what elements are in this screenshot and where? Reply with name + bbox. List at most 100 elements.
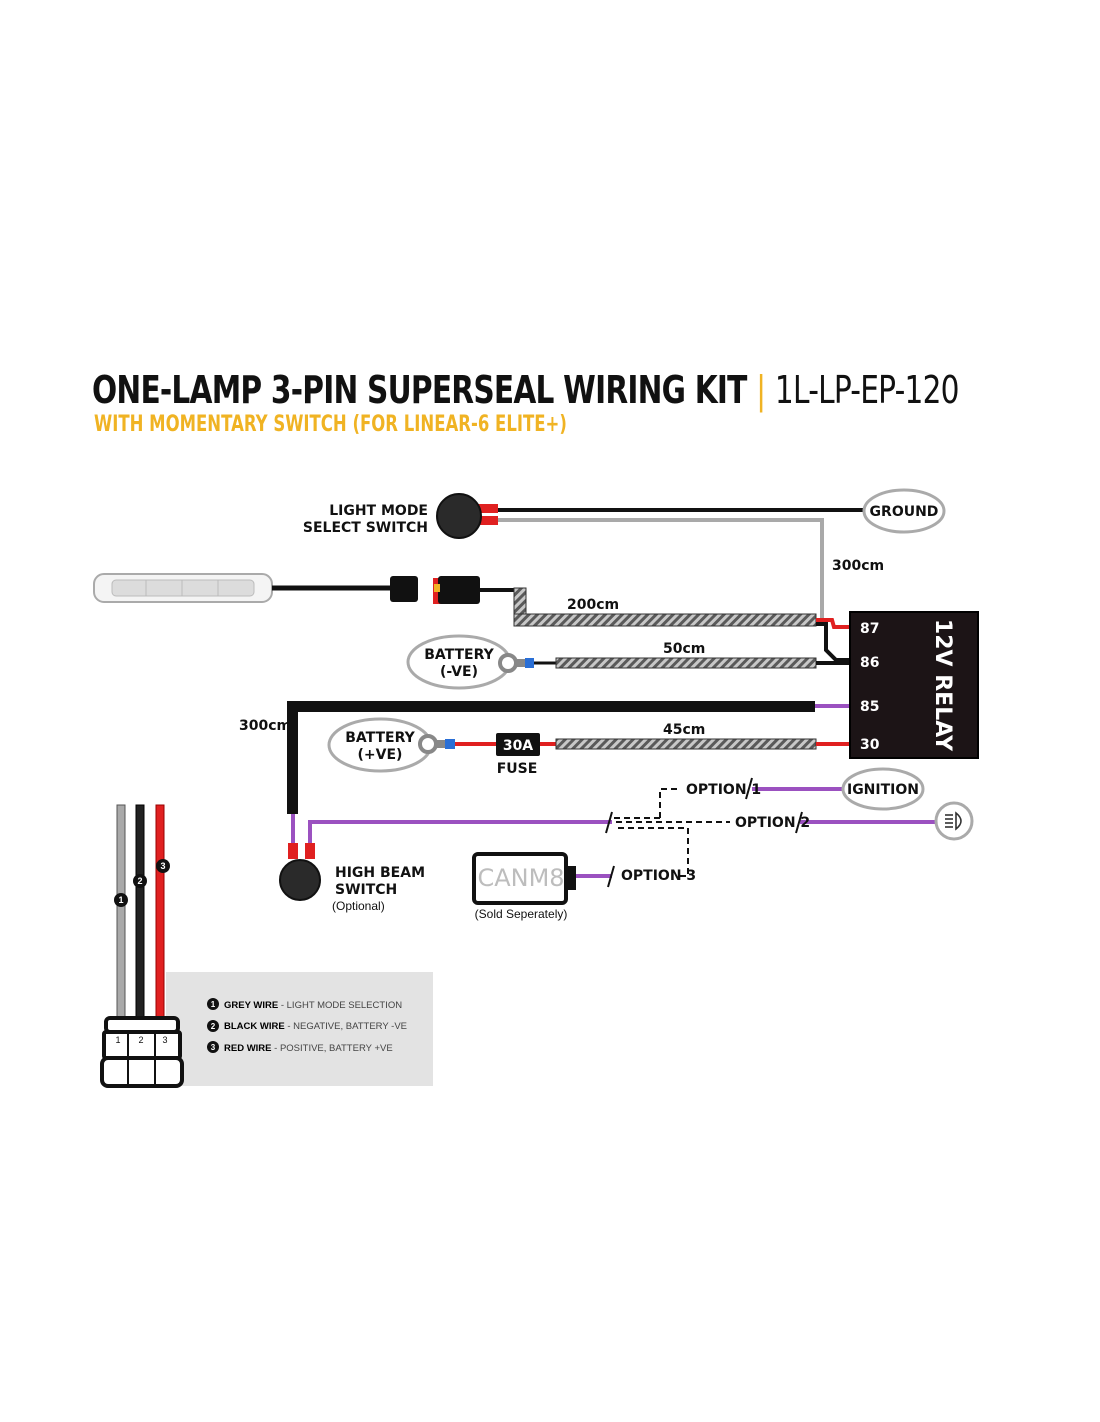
fuse-rating: 30A (503, 738, 533, 754)
pin-1-label: 1 (115, 1035, 120, 1045)
battery-pos-label-1: BATTERY (345, 730, 415, 746)
switch-terminal-red (478, 516, 498, 525)
switch-wire-break (605, 811, 613, 834)
trigger-loom (287, 701, 815, 712)
superseal-latch (434, 584, 440, 592)
pin-3-label: 3 (162, 1035, 167, 1045)
pin-2-label: 2 (138, 1035, 143, 1045)
ring-terminal-positive (418, 734, 438, 754)
purple-switch-wire (308, 820, 612, 846)
loom-50cm (555, 657, 817, 669)
black-wire-illustration (135, 804, 145, 1021)
grey-wire-300 (498, 518, 824, 618)
relay-pin-30: 30 (860, 737, 880, 753)
superseal-socket (438, 576, 480, 604)
title-separator: | (756, 368, 766, 412)
length-300-left: 300cm (239, 718, 291, 734)
legend-marker-2 (207, 1020, 219, 1032)
legend-item-3-title: RED WIRE (224, 1043, 272, 1054)
legend-item-2: BLACK WIRE - NEGATIVE, BATTERY -VE (224, 1021, 407, 1032)
loom-45cm (555, 738, 817, 750)
ignition-label: IGNITION (847, 782, 919, 798)
wire-to-86 (816, 622, 850, 662)
battery-neg-label-2: (-VE) (440, 664, 478, 680)
hb-terminal-red (288, 843, 298, 859)
sold-separately-label: (Sold Seperately) (475, 907, 568, 921)
legend-marker-2-number: 2 (211, 1022, 216, 1031)
grey-wire-illustration (116, 804, 126, 1021)
ring-crimp (436, 740, 446, 748)
wire-to-87 (816, 618, 850, 629)
length-200: 200cm (567, 597, 619, 613)
legend-item-2-title: BLACK WIRE (224, 1021, 285, 1032)
legend-marker-3 (207, 1041, 219, 1053)
length-45: 45cm (663, 722, 705, 738)
relay-pin-87: 87 (860, 621, 879, 637)
light-mode-label-1: LIGHT MODE (329, 503, 428, 519)
option1-dash (659, 788, 680, 818)
fuse-holder (496, 733, 540, 756)
ignition-terminal (841, 767, 925, 811)
high-beam-label-1: HIGH BEAM (335, 865, 425, 881)
page-title: ONE-LAMP 3-PIN SUPERSEAL WIRING KIT | 1L… (92, 368, 960, 412)
loom-200cm (513, 613, 817, 627)
legend-marker-1-number: 1 (211, 1000, 216, 1009)
wire-marker-2-number: 2 (137, 876, 142, 886)
page-subtitle: WITH MOMENTARY SWITCH (FOR LINEAR-6 ELIT… (94, 412, 567, 437)
relay-pin-86: 86 (860, 655, 879, 671)
ring-terminal-negative (498, 653, 518, 673)
wire-marker-3 (156, 859, 170, 873)
legend-item-3: RED WIRE - POSITIVE, BATTERY +VE (224, 1043, 393, 1054)
crimp-blue (525, 658, 534, 668)
legend-item-1-title: GREY WIRE (224, 1000, 278, 1011)
battery-pos-label-2: (+VE) (358, 747, 403, 763)
headlight-symbol (945, 811, 962, 831)
trigger-loom-drop (287, 701, 298, 814)
legend-item-1: GREY WIRE - LIGHT MODE SELECTION (224, 1000, 402, 1011)
option3-break (607, 865, 615, 888)
option1-break (745, 777, 753, 800)
light-mode-label-2: SELECT SWITCH (303, 520, 428, 536)
high-beam-label-2: SWITCH (335, 882, 397, 898)
option1-label: OPTION 1 (686, 782, 761, 798)
relay-pin-85: 85 (860, 699, 879, 715)
part-number: 1L-LP-EP-120 (774, 368, 960, 412)
length-50: 50cm (663, 641, 705, 657)
title-text: ONE-LAMP 3-PIN SUPERSEAL WIRING KIT (92, 368, 747, 412)
battery-neg-label-1: BATTERY (424, 647, 494, 663)
red-wire-illustration (155, 804, 165, 1021)
hb-terminal-red (305, 843, 315, 859)
legend-item-1-desc: - LIGHT MODE SELECTION (278, 1000, 402, 1011)
relay (849, 611, 979, 759)
canm8-plug (566, 866, 576, 890)
wire-marker-1 (114, 893, 128, 907)
legend-marker-3-number: 3 (211, 1043, 216, 1052)
option3-dash-drop (678, 828, 689, 877)
optional-label: (Optional) (332, 899, 385, 913)
relay-label: 12V RELAY (930, 619, 955, 752)
option2-break (795, 811, 803, 834)
ground-label: GROUND (870, 504, 939, 520)
high-beam-switch (279, 859, 321, 901)
wire-marker-3-number: 3 (160, 861, 165, 871)
high-beam-icon (934, 801, 974, 841)
crimp-blue (445, 739, 455, 749)
legend-marker-1 (207, 998, 219, 1010)
connector-body (100, 1016, 184, 1088)
legend-item-2-desc: - NEGATIVE, BATTERY -VE (285, 1021, 407, 1032)
superseal-plug (390, 576, 418, 602)
ground-terminal (862, 488, 946, 534)
option2-label: OPTION 2 (735, 815, 810, 831)
switch-terminal-red (478, 504, 498, 513)
fuse-label: FUSE (497, 761, 538, 777)
wire-marker-1-number: 1 (118, 895, 123, 905)
option3-label: OPTION 3 (621, 868, 696, 884)
light-mode-switch (436, 493, 482, 539)
length-300-top: 300cm (832, 558, 884, 574)
lamp-icon (93, 573, 273, 603)
ring-crimp (516, 659, 526, 667)
canm8-label: CANM8 (477, 864, 564, 892)
wire-marker-2 (133, 874, 147, 888)
legend-item-3-desc: - POSITIVE, BATTERY +VE (272, 1043, 393, 1054)
